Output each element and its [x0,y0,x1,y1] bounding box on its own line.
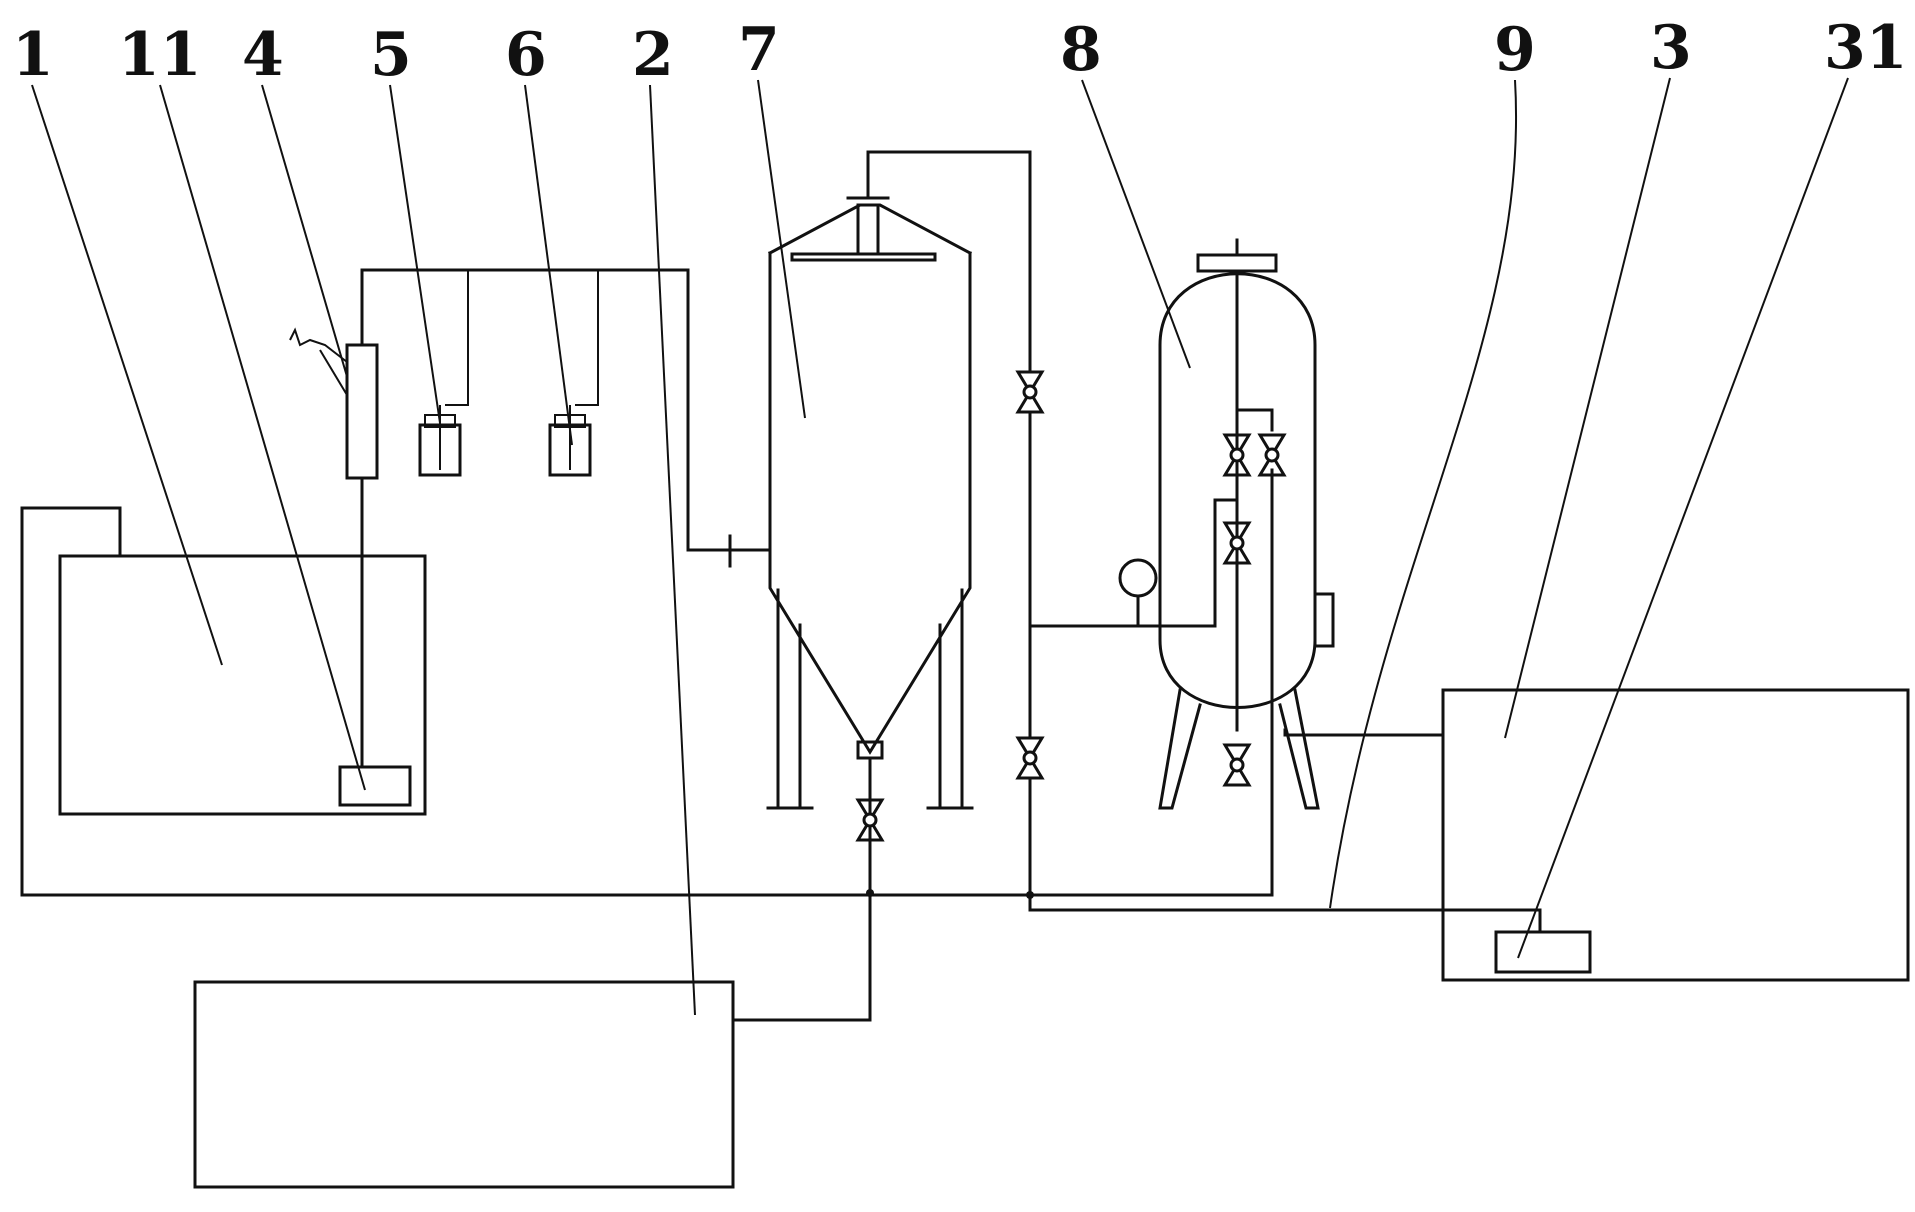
vessel-8-side-flange [1313,592,1335,648]
vessel-8-leg-left [1158,688,1202,810]
tank-3 [1441,688,1910,982]
dosing-vessel-5 [418,270,469,477]
label-31: 31 [1824,13,1908,83]
reactor-overflow-pipe [866,150,1032,374]
reactor-body [768,251,972,755]
pump-11 [338,765,412,807]
pipe-vessel8-to-tank3 [1283,728,1445,737]
valve-lower [1015,736,1045,780]
flowmeter-handle [289,327,348,363]
leader-9 [1329,79,1517,909]
valve-8b [1257,433,1287,477]
tank-2-body [193,980,735,1189]
bottom-manifold [20,868,1542,912]
dosing-6-pipe [575,270,599,406]
junction-2 [866,889,874,897]
vessel-8-inlet [1213,498,1239,628]
flowmeter-body [345,343,379,480]
valve-8a [1222,433,1252,477]
pressure-gauge [1118,558,1158,598]
reactor-top [767,203,973,256]
tank-1-return-pipe [20,506,122,897]
leader-5 [389,84,441,424]
vessel-8-leg-right [1278,688,1320,810]
return-header [20,868,1274,897]
valve-reactor-bottom [855,798,885,842]
label-6: 6 [505,20,547,90]
tank-3-body [1441,688,1910,982]
reactor-7 [728,150,1032,895]
pressure-vessel-8 [1118,238,1445,872]
label-7: 7 [738,15,780,85]
transfer-pipe [1015,370,1217,912]
valve-upper [1015,370,1045,414]
label-1: 1 [12,20,54,90]
flowmeter-4 [289,268,732,769]
leader-2 [649,84,696,1016]
leader-4 [261,84,356,405]
tank-2-inlet-pipe [731,891,872,1022]
dosing-5-pipe [445,270,469,406]
pump-31 [1494,930,1592,974]
reference-labels: 1 11 4 5 6 2 7 8 9 3 31 [12,13,1908,90]
leader-3 [1504,77,1671,739]
leader-1 [31,84,223,666]
dosing-vessel-6 [548,270,599,477]
label-4: 4 [242,20,284,90]
label-2: 2 [632,20,674,90]
tank-2 [193,891,872,1189]
flowmeter-arm [319,349,348,396]
vessel-8-branch [1235,408,1274,432]
leader-11 [159,84,366,791]
label-5: 5 [370,20,412,90]
leader-31 [1517,77,1849,959]
reactor-distributor [790,252,937,262]
tank-1-body [58,554,427,816]
valve-8c [1222,521,1252,565]
leader-lines [31,77,1849,1016]
label-9: 9 [1494,15,1536,85]
main-feed-pipe [360,268,732,552]
valve-8d [1222,743,1252,787]
label-3: 3 [1650,13,1692,83]
junction-7 [1026,891,1034,899]
vessel-8-manhole [1196,253,1278,273]
leader-8 [1081,79,1191,369]
label-8: 8 [1060,15,1102,85]
tank-1 [20,506,427,897]
label-11: 11 [118,20,202,90]
leader-7 [757,79,806,419]
leader-6 [524,84,573,446]
